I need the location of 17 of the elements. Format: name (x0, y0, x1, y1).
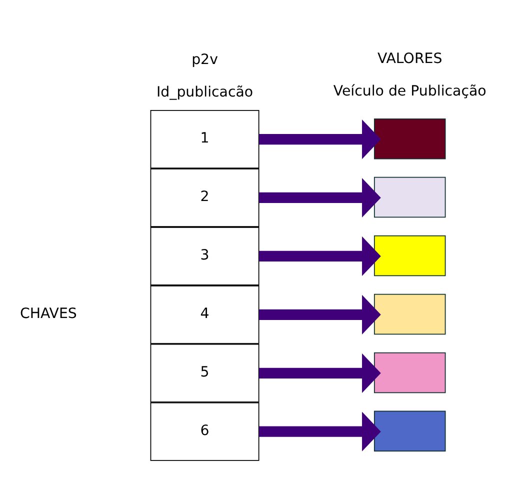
label: VALORES (376, 50, 442, 66)
arrow (258, 177, 380, 218)
node-box: 2 (150, 168, 259, 226)
arrow (258, 411, 380, 451)
node-box: 3 (150, 226, 259, 285)
arrow (258, 236, 380, 276)
arrow (258, 118, 380, 159)
node-box: 5 (150, 343, 259, 402)
node-box: 1 (150, 110, 259, 168)
label: Veículo de Publicação (332, 83, 486, 100)
label: CHAVES (19, 306, 76, 322)
arrow (258, 352, 380, 392)
label: Id_publicacão (156, 84, 253, 100)
node-box: 6 (150, 402, 259, 460)
label: p2v (191, 51, 218, 68)
arrow (258, 294, 380, 334)
node-box: 4 (150, 284, 259, 344)
